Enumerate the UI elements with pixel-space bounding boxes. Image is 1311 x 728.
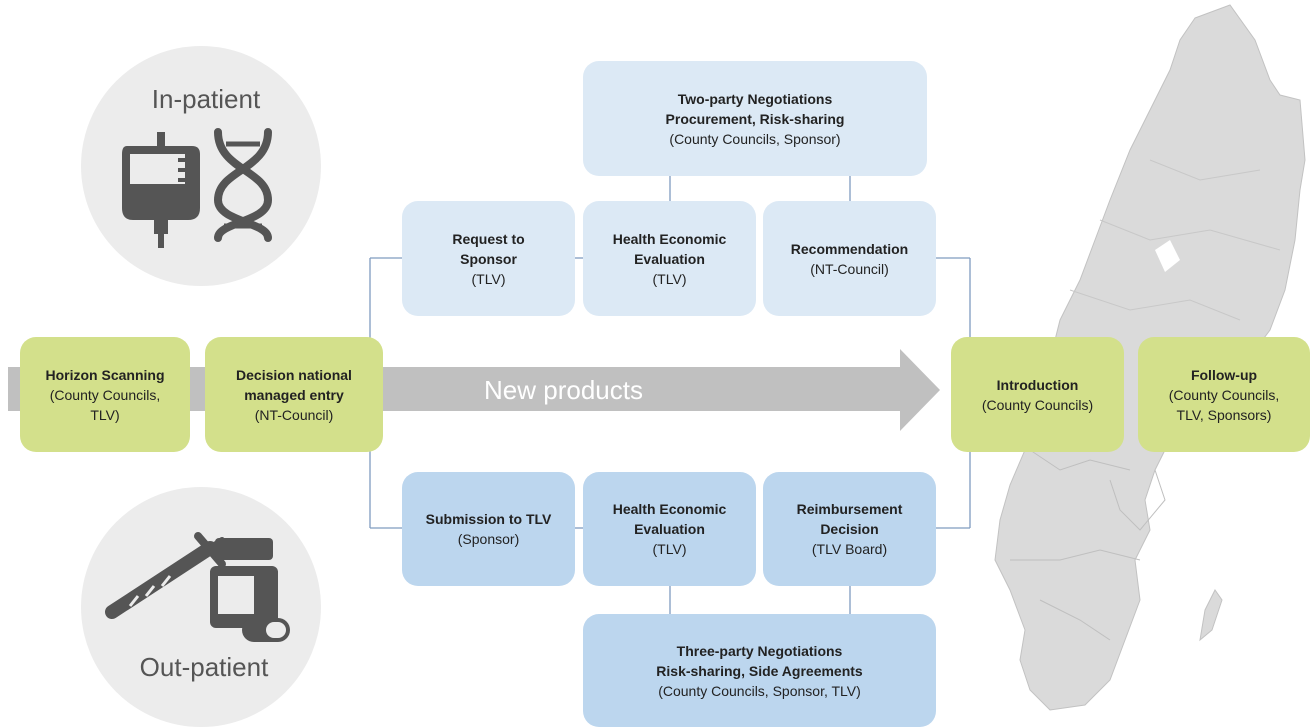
three-party-sub: (County Councils, Sponsor, TLV) (658, 682, 861, 699)
three-party-title-1: Three-party Negotiations (676, 642, 843, 659)
horizon-scanning-sub: (County Councils, TLV) (49, 386, 161, 423)
two-party-title-1: Two-party Negotiations (677, 90, 833, 107)
out-patient-label: Out-patient (139, 652, 269, 682)
two-party-negotiations-box: Two-party Negotiations Procurement, Risk… (583, 61, 927, 176)
submission-title: Submission to TLV (425, 511, 552, 527)
followup-title: Follow-up (1190, 366, 1258, 383)
request-to-sponsor-box: Request to Sponsor (TLV) (402, 201, 575, 316)
in-patient-circle (81, 46, 321, 286)
recommendation-sub: (NT-Council) (810, 260, 889, 277)
health-economic-evaluation-top-box: Health Economic Evaluation (TLV) (583, 201, 756, 316)
decision-sub: (NT-Council) (254, 406, 334, 423)
introduction-box: Introduction (County Councils) (951, 337, 1124, 452)
hee-bottom-title: Health Economic Evaluation (612, 501, 727, 537)
submission-sub: (Sponsor) (457, 531, 520, 547)
hee-bottom-sub: (TLV) (652, 541, 687, 557)
recommendation-title: Recommendation (790, 240, 909, 257)
horizon-scanning-title: Horizon Scanning (45, 366, 165, 383)
submission-to-tlv-box: Submission to TLV (Sponsor) (402, 472, 575, 586)
introduction-title: Introduction (996, 376, 1079, 393)
reimbursement-sub: (TLV Board) (811, 541, 888, 557)
two-party-title-2: Procurement, Risk-sharing (665, 110, 845, 127)
reimbursement-decision-box: Reimbursement Decision (TLV Board) (763, 472, 936, 586)
recommendation-box: Recommendation (NT-Council) (763, 201, 936, 316)
followup-sub: (County Councils, TLV, Sponsors) (1168, 386, 1280, 423)
two-party-sub: (County Councils, Sponsor) (669, 130, 841, 147)
hee-top-title: Health Economic Evaluation (612, 230, 727, 267)
reimbursement-title: Reimbursement Decision (796, 501, 903, 537)
request-sub: (TLV) (471, 270, 506, 287)
introduction-sub: (County Councils) (981, 396, 1094, 413)
health-economic-evaluation-bottom-box: Health Economic Evaluation (TLV) (583, 472, 756, 586)
hee-top-sub: (TLV) (652, 270, 687, 287)
in-patient-label: In-patient (151, 84, 261, 114)
decision-title: Decision national managed entry (236, 366, 352, 403)
three-party-title-2: Risk-sharing, Side Agreements (656, 662, 863, 679)
request-title: Request to Sponsor (452, 230, 525, 267)
three-party-negotiations-box: Three-party Negotiations Risk-sharing, S… (583, 614, 936, 727)
followup-box: Follow-up (County Councils, TLV, Sponsor… (1138, 337, 1310, 452)
horizon-scanning-box: Horizon Scanning (County Councils, TLV) (20, 337, 190, 452)
decision-box: Decision national managed entry (NT-Coun… (205, 337, 383, 452)
new-products-label: New products (484, 375, 643, 405)
